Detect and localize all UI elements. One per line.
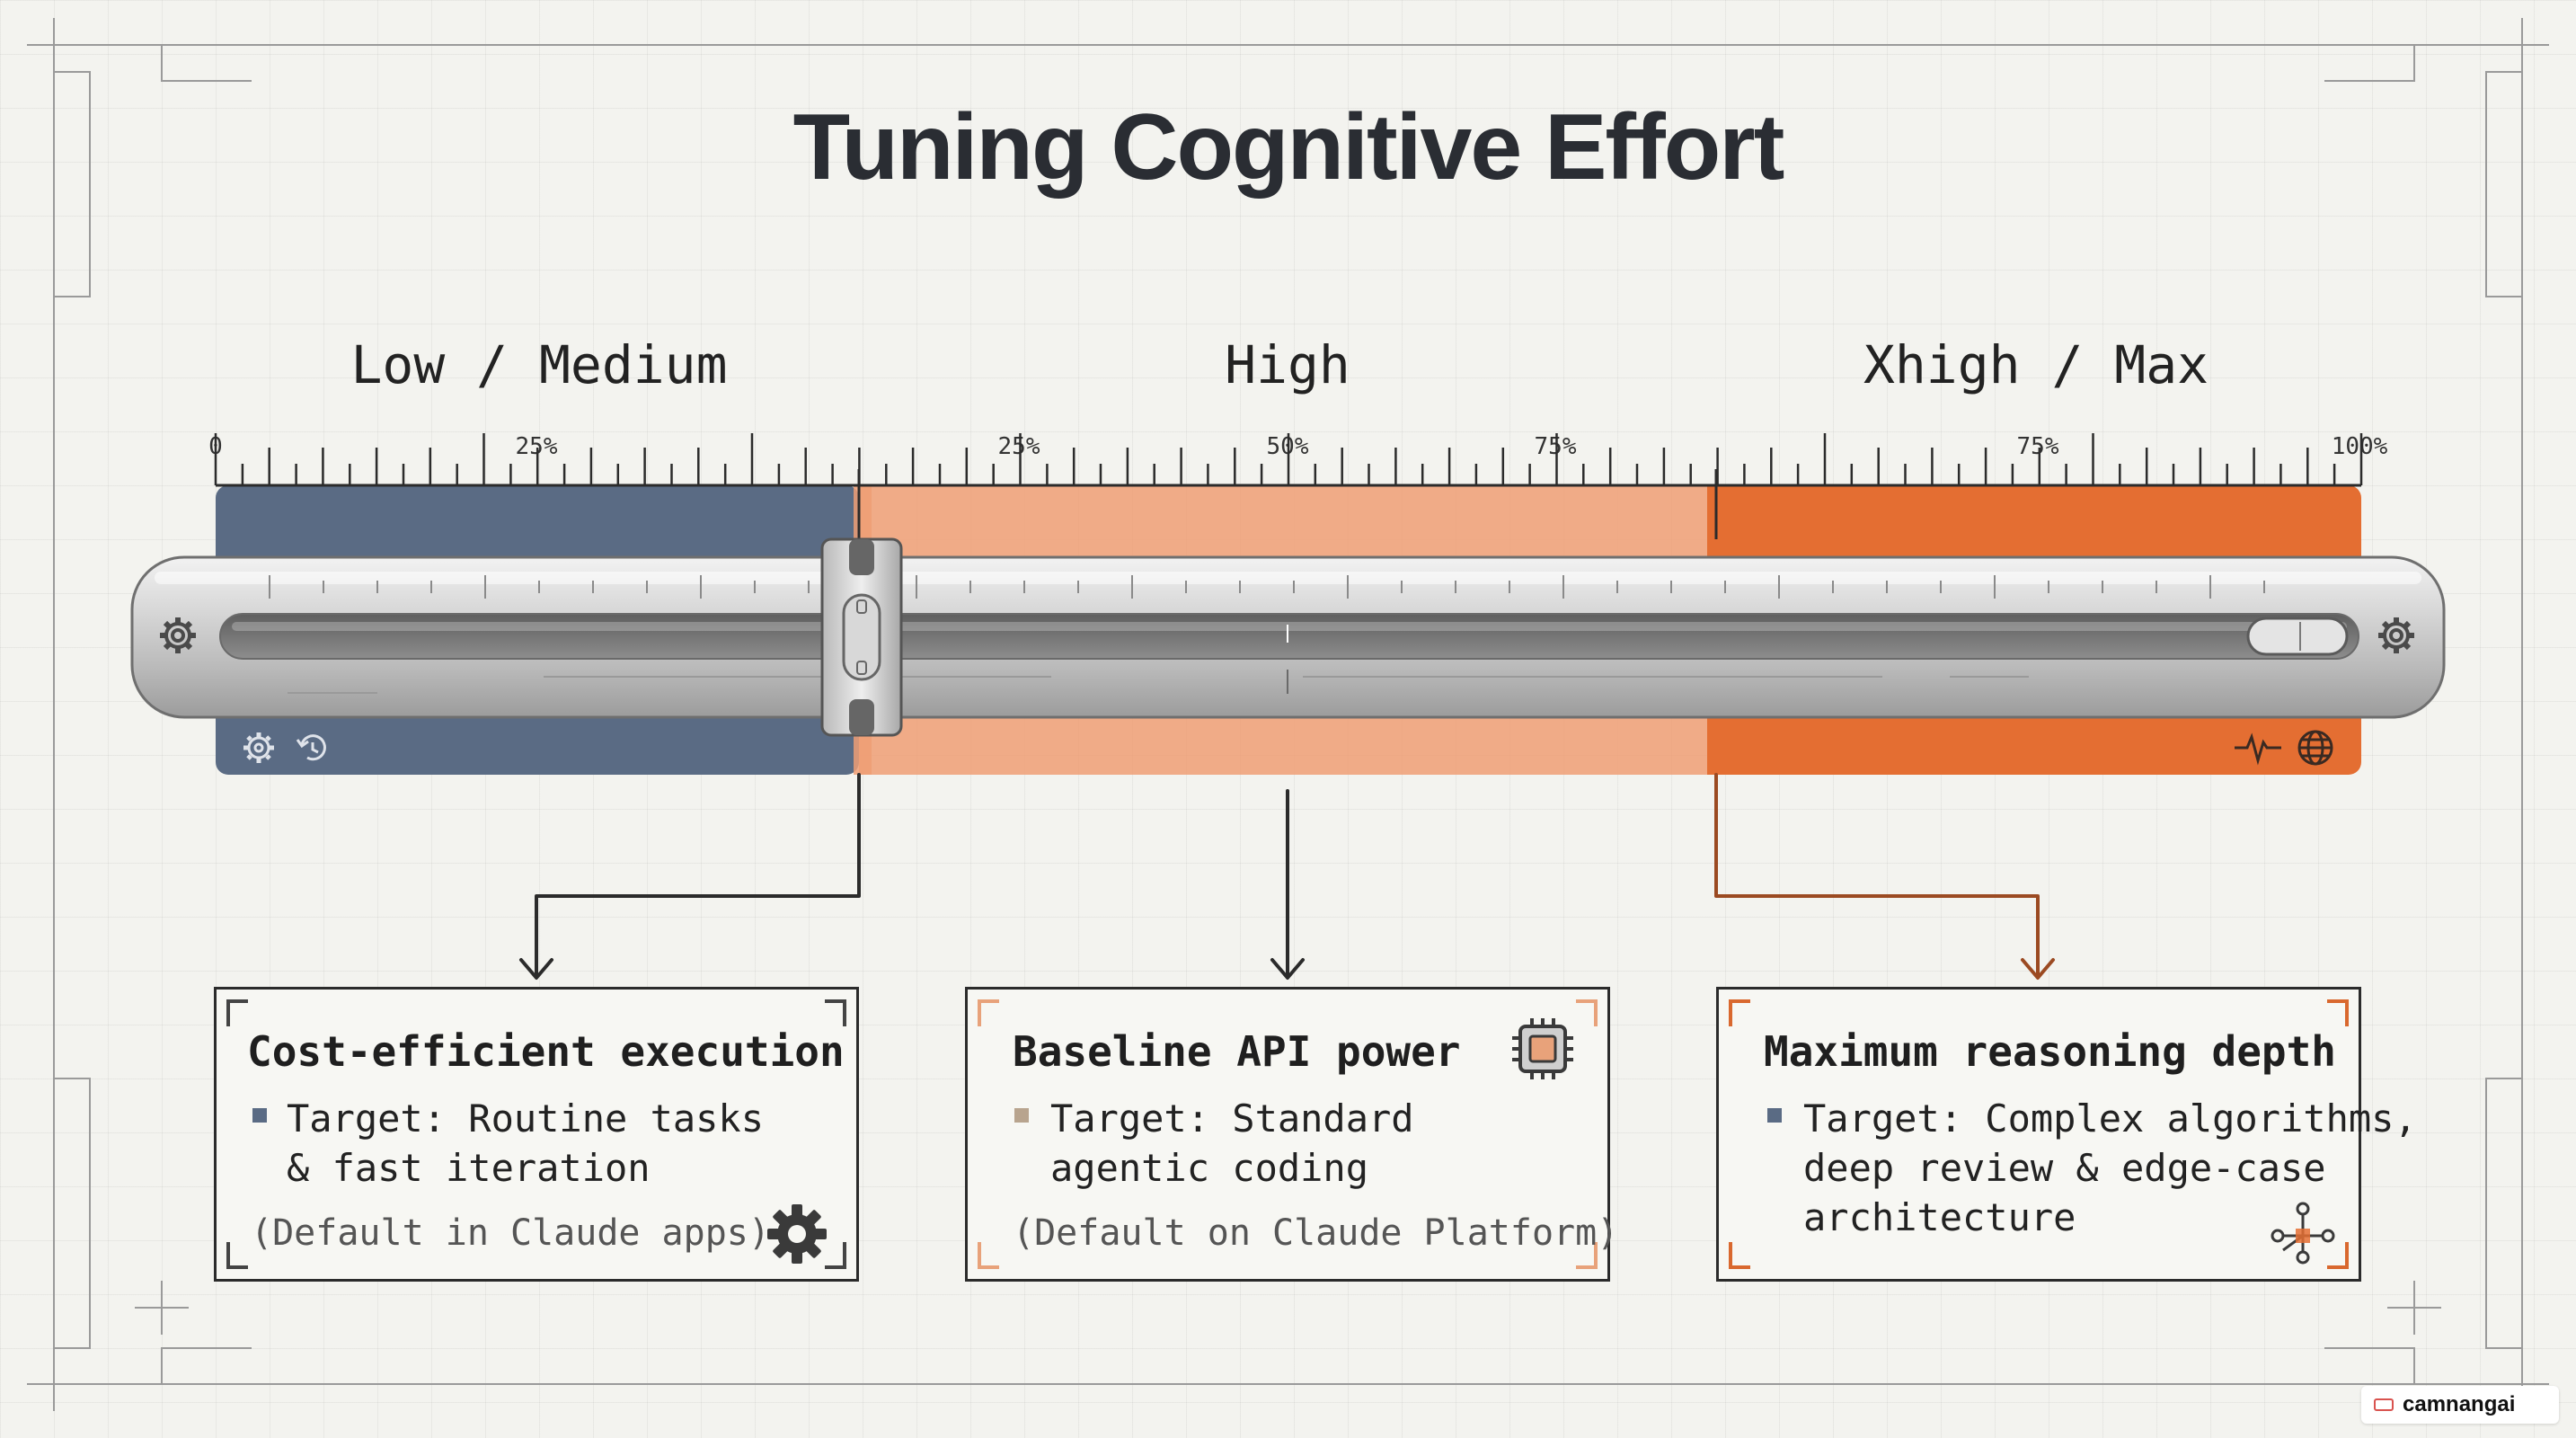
pulse-icon bbox=[2235, 732, 2281, 766]
scale-label-25-high: 25% bbox=[997, 433, 1040, 460]
card-default-note: (Default on Claude Platform) bbox=[1013, 1212, 1619, 1254]
bullet-marker bbox=[252, 1108, 267, 1123]
watermark-badge: camnangai bbox=[2361, 1386, 2559, 1424]
slider-handle[interactable] bbox=[820, 537, 903, 737]
scale-label-75-max: 75% bbox=[2016, 433, 2059, 460]
card-target-text: Target: Routine tasks & fast iteration bbox=[287, 1096, 765, 1190]
gear-icon bbox=[2378, 617, 2414, 653]
card-baseline-api: Baseline API power Target: Standard agen… bbox=[965, 987, 1618, 1282]
slider-groove bbox=[219, 613, 2359, 660]
refresh-icon bbox=[296, 734, 326, 761]
card-target-text: Target: Standard agentic coding bbox=[1050, 1096, 1414, 1190]
card-cost-efficient: Cost-efficient execution Target: Routine… bbox=[214, 987, 859, 1282]
page-title: Tuning Cognitive Effort bbox=[792, 95, 1785, 200]
gear-icon bbox=[767, 1204, 827, 1264]
zone-label-xhigh-max: Xhigh / Max bbox=[1863, 334, 2209, 395]
card-corner-brackets bbox=[978, 999, 1598, 1269]
gear-icon bbox=[160, 617, 196, 653]
logo-icon bbox=[2374, 1398, 2394, 1411]
scale-label-100: 100% bbox=[2331, 433, 2388, 460]
slider-end-cap bbox=[2246, 617, 2349, 656]
gear-icon bbox=[243, 732, 274, 763]
bullet-marker bbox=[1767, 1108, 1782, 1123]
card-title: Baseline API power bbox=[1013, 1027, 1461, 1076]
card-title: Maximum reasoning depth bbox=[1764, 1027, 2336, 1076]
zone-label-high: High bbox=[1225, 334, 1350, 395]
chip-icon bbox=[1512, 1018, 1573, 1079]
network-icon bbox=[2271, 1202, 2335, 1265]
connector-arrow-max bbox=[1714, 773, 2040, 977]
globe-icon bbox=[2297, 730, 2333, 766]
card-maximum-reasoning: Maximum reasoning depth Target: Complex … bbox=[1716, 987, 2417, 1282]
watermark-text: camnangai bbox=[2403, 1392, 2516, 1416]
connector-arrow-low bbox=[535, 773, 861, 977]
card-corner-brackets bbox=[1729, 999, 2349, 1269]
bullet-marker bbox=[1014, 1108, 1029, 1123]
zone-label-low-medium: Low / Medium bbox=[350, 334, 728, 395]
card-title: Cost-efficient execution bbox=[247, 1027, 845, 1076]
scale-label-75-high: 75% bbox=[1534, 433, 1577, 460]
card-corner-brackets bbox=[226, 999, 846, 1269]
card-target-text: Target: Complex algorithms, deep review … bbox=[1803, 1096, 2417, 1239]
card-default-note: (Default in Claude apps) bbox=[251, 1212, 770, 1254]
